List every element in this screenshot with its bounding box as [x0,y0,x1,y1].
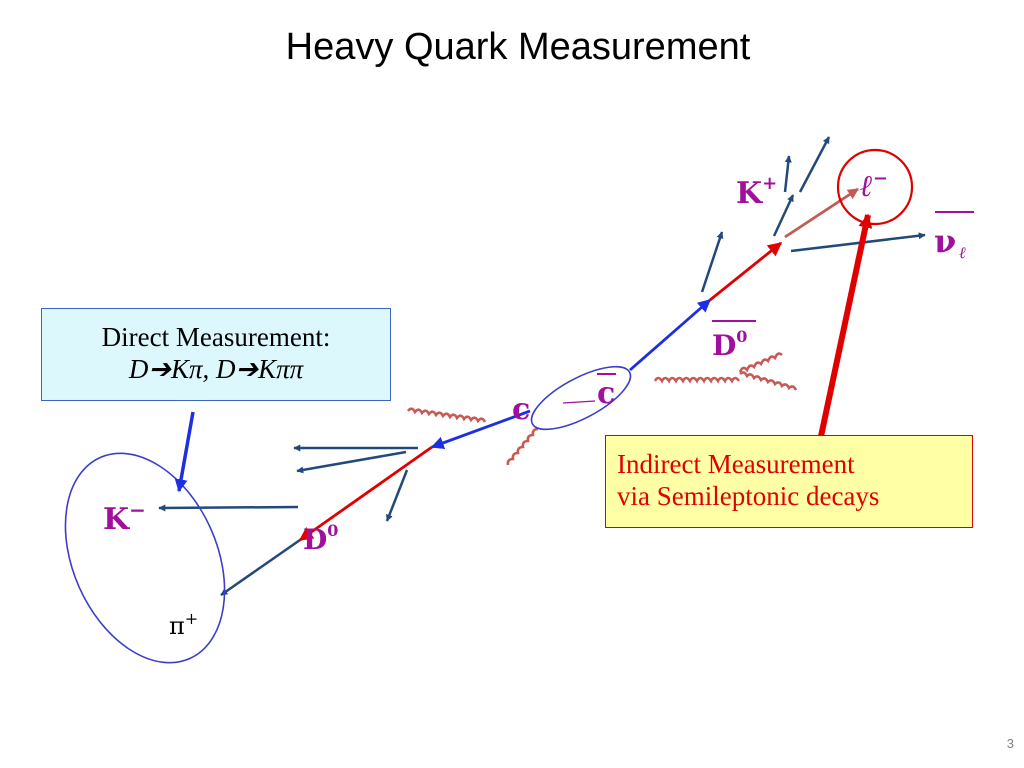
kaon-minus-track [158,504,299,512]
gluon-left-upper [406,407,487,424]
kaon-plus-label: K+ [736,173,777,211]
indirect-measurement-title: Indirect Measurement [617,449,855,479]
d0-right-label: D0 [712,327,747,362]
lepton-circle [836,148,914,226]
gluon-right-main [653,376,741,384]
gluon-right-down [739,371,798,391]
d0-left-label: D0 [303,521,338,556]
slide-title: Heavy Quark Measurement [285,26,751,68]
direct-measurement-title: Direct Measurement: [101,322,331,352]
lepton-track [784,187,859,239]
pion-plus-symbol: π [169,612,185,640]
right-track-1 [700,231,724,293]
left-track-3 [385,469,409,522]
pion-plus-label: π+ [169,609,198,640]
gluon-right-up [738,352,783,373]
anticharm-quark-line [629,298,711,372]
d0-right-superscript: 0 [736,327,747,346]
kaon-plus-symbol: K [736,176,763,211]
charm-pair-link [562,400,596,404]
gluon-left-lower [506,427,539,466]
direct-pointer-arrow [174,411,195,493]
pion-plus-track [220,538,301,597]
kaon-plus-superscript: + [762,173,777,194]
direct-measurement-box: Direct Measurement: D➔Kπ, D➔Kππ [41,308,391,401]
kaon-minus-symbol: K [103,502,130,537]
kaon-plus-track-2 [783,155,792,193]
kpi-ellipse [64,452,226,664]
pion-plus-superscript: + [185,609,198,628]
direct-measurement-channels: D➔Kπ, D➔Kππ [128,354,304,384]
lepton-superscript: − [873,168,888,189]
neutrino-symbol: ν [934,222,956,260]
kaon-minus-superscript: − [129,498,146,522]
anticharm-label: c [597,376,615,411]
d0-right-symbol: D [712,329,736,362]
neutrino-subscript: ℓ [958,243,966,262]
d0-right-flight [709,241,783,302]
charm-quark-line [430,409,531,450]
page-number: 3 [1006,736,1014,751]
indirect-measurement-box: Indirect Measurement via Semileptonic de… [605,435,973,528]
kaon-minus-label: K− [103,498,146,537]
kaon-plus-track-1 [772,194,795,237]
charm-pair-ellipse [530,365,632,431]
d0-left-symbol: D [303,523,327,556]
neutrino-track [790,232,926,253]
d0-left-superscript: 0 [327,521,338,540]
kaon-plus-track-3 [798,136,831,193]
charm-label: c [512,392,530,427]
lepton-symbol: ℓ [860,169,873,204]
left-track-2 [296,450,407,474]
lepton-label: ℓ− [860,168,888,204]
indirect-pointer-arrow [817,213,873,442]
d0-left-flight [298,445,433,542]
indirect-measurement-subtitle: via Semileptonic decays [617,481,880,511]
